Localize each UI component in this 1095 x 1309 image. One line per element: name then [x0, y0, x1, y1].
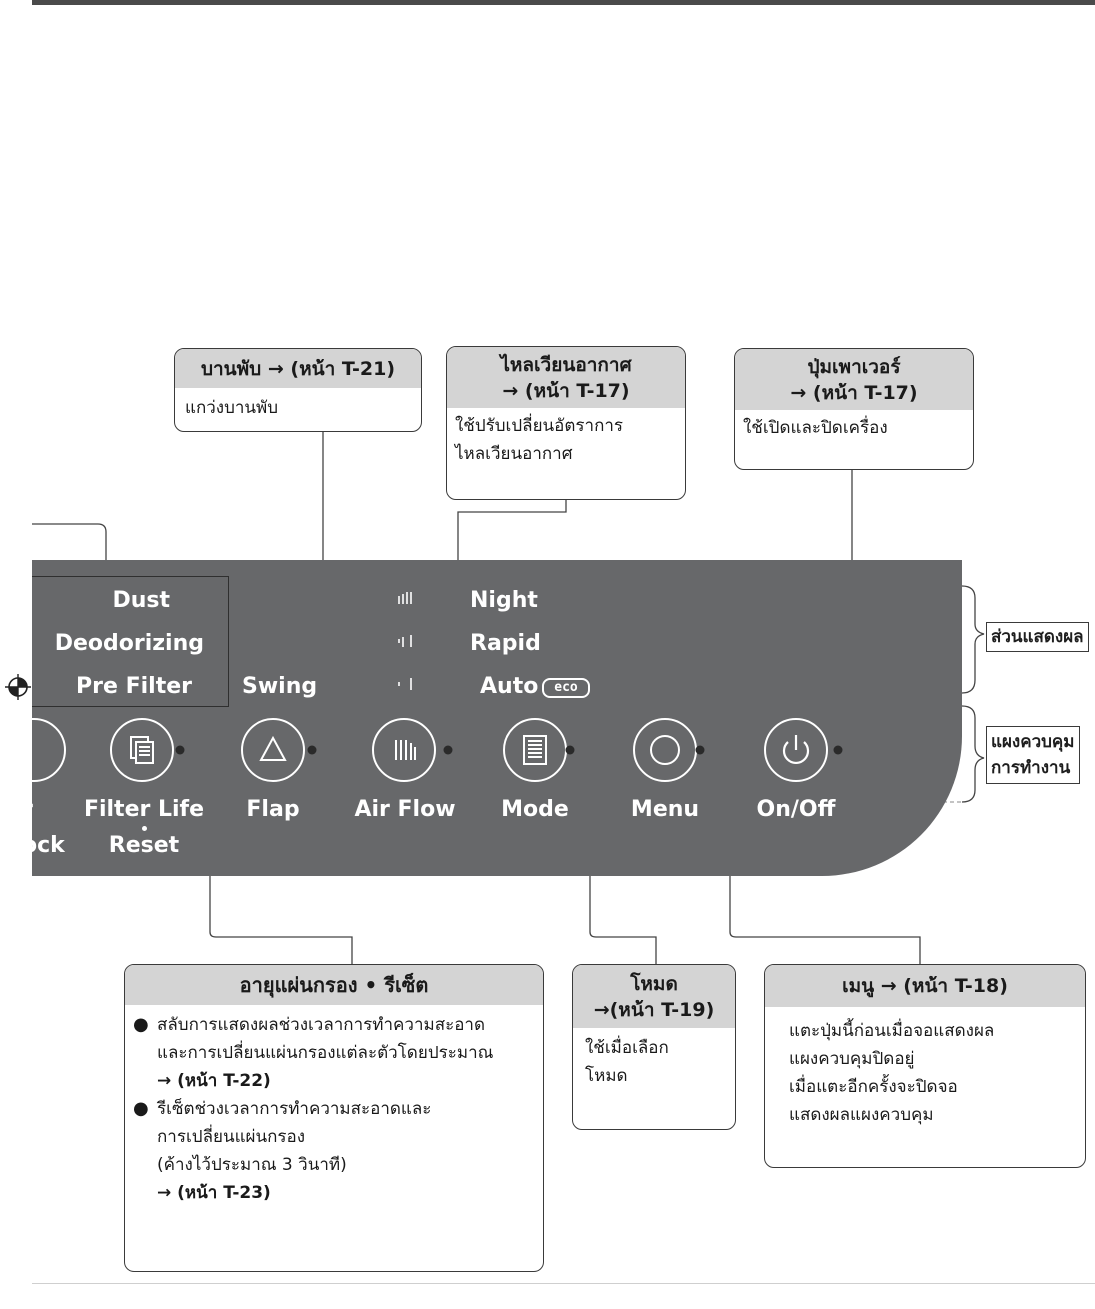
filter-life-bullet2-line2: การเปลี่ยนแผ่นกรอง: [157, 1127, 306, 1147]
flap-callout-title: บานพับ → (หน้า T-21): [175, 349, 421, 388]
airflow-level-night-icon: [396, 590, 416, 612]
top-rule: [32, 0, 1095, 5]
reset-label: Reset: [108, 833, 180, 858]
airflow-bars-icon: [395, 740, 416, 760]
indicator-night: Night: [470, 588, 538, 613]
airflow-callout: ไหลเวียนอากาศ → (หน้า T-17) ใช้ปรับเปลี่…: [446, 346, 686, 500]
bullet-icon: ●: [133, 1098, 149, 1119]
menu-callout-body-line3: เมื่อแตะอีกครั้งจะปิดจอ: [789, 1077, 958, 1097]
indicator-deodorizing: Deodorizing: [54, 631, 204, 656]
power-callout-title-line1: ปุ่มเพาเวอร์: [807, 356, 901, 378]
bottom-rule: [32, 1283, 1095, 1284]
display-section-label: ส่วนแสดงผล: [986, 622, 1089, 652]
flap-callout-body: แกว่งบานพับ: [185, 398, 279, 418]
child-lock-label-partial-2: ock: [32, 833, 65, 858]
bullet-icon: ●: [133, 1014, 149, 1035]
control-section-label-line2: การทำงาน: [991, 758, 1071, 778]
air-flow-label: Air Flow: [354, 797, 456, 822]
filter-life-bullet1-line1: สลับการแสดงผลช่วงเวลาการทำความสะอาด: [157, 1015, 486, 1035]
filter-life-bullet1-line2: และการเปลี่ยนแผ่นกรองแต่ละตัวโดยประมาณ: [157, 1043, 494, 1063]
child-lock-label-partial: r: [32, 797, 33, 823]
mode-callout-body-line1: ใช้เมื่อเลือก: [585, 1038, 669, 1058]
control-section-label-line1: แผงควบคุม: [991, 732, 1075, 752]
menu-callout: เมนู → (หน้า T-18) แตะปุ่มนี้ก่อนเมื่อจอ…: [764, 964, 1086, 1168]
menu-label: Menu: [630, 797, 700, 822]
power-callout: ปุ่มเพาเวอร์ → (หน้า T-17) ใช้เปิดและปิด…: [734, 348, 974, 470]
on-off-label: On/Off: [756, 797, 836, 822]
display-indicator-box: [32, 576, 229, 707]
filter-life-bullet2-line3: (ค้างไว้ประมาณ 3 วินาที): [157, 1155, 347, 1175]
power-callout-title-line2: → (หน้า T-17): [790, 382, 918, 404]
filter-life-bullet2-ref: → (หน้า T-23): [157, 1183, 271, 1203]
filter-life-callout: อายุแผ่นกรอง • รีเซ็ต ● สลับการแสดงผลช่ว…: [124, 964, 544, 1272]
indicator-dust: Dust: [112, 588, 170, 613]
power-icon: [782, 735, 810, 764]
airflow-callout-title-line1: ไหลเวียนอากาศ: [500, 354, 632, 376]
control-panel: Dust Deodorizing Pre Filter Swing Night …: [32, 560, 962, 876]
button-leader-dots: [175, 745, 843, 755]
air-flow-button[interactable]: [372, 718, 436, 782]
mode-label: Mode: [501, 797, 569, 822]
menu-callout-title: เมนู → (หน้า T-18): [765, 965, 1085, 1007]
power-callout-body: ใช้เปิดและปิดเครื่อง: [743, 418, 888, 438]
on-off-button[interactable]: [764, 718, 828, 782]
airflow-callout-title-line2: → (หน้า T-17): [502, 380, 630, 402]
mode-list-icon: [523, 735, 547, 765]
indicator-swing: Swing: [242, 674, 318, 699]
filter-life-label: Filter Life: [83, 797, 205, 822]
filter-life-callout-title: อายุแผ่นกรอง • รีเซ็ต: [125, 965, 543, 1005]
flap-label: Flap: [246, 797, 300, 822]
control-section-label: แผงควบคุม การทำงาน: [986, 726, 1080, 784]
flap-button[interactable]: [241, 718, 305, 782]
mode-callout-title-line1: โหมด: [630, 973, 678, 995]
menu-callout-body-line2: แผงควบคุมปิดอยู่: [789, 1049, 915, 1069]
reset-dot: [142, 826, 147, 831]
mode-callout-body-line2: โหมด: [585, 1066, 628, 1086]
filter-life-reset-button[interactable]: [110, 718, 174, 782]
filter-life-icon: [130, 736, 154, 764]
airflow-callout-body-line1: ใช้ปรับเปลี่ยนอัตราการ: [455, 416, 624, 436]
circle-icon: [650, 735, 680, 765]
mode-callout-title-line2: →(หน้า T-19): [593, 999, 715, 1021]
triangle-icon: [259, 735, 287, 761]
indicator-pre-filter: Pre Filter: [76, 674, 192, 699]
indicator-rapid: Rapid: [470, 631, 541, 656]
menu-callout-body-line1: แตะปุ่มนี้ก่อนเมื่อจอแสดงผล: [789, 1021, 995, 1041]
registration-mark-icon: [5, 674, 31, 700]
mode-callout: โหมด →(หน้า T-19) ใช้เมื่อเลือก โหมด: [572, 964, 736, 1130]
airflow-level-auto-icon: [396, 676, 416, 698]
airflow-level-rapid-icon: [396, 633, 416, 655]
flap-callout: บานพับ → (หน้า T-21) แกว่งบานพับ: [174, 348, 422, 432]
eco-badge: eco: [542, 678, 590, 698]
filter-life-bullet1-ref: → (หน้า T-22): [157, 1071, 271, 1091]
filter-life-bullet2-line1: รีเซ็ตช่วงเวลาการทำความสะอาดและ: [157, 1099, 432, 1119]
menu-callout-body-line4: แสดงผลแผงควบคุม: [789, 1105, 934, 1125]
airflow-callout-body-line2: ไหลเวียนอากาศ: [455, 444, 573, 464]
indicator-auto: Auto: [480, 674, 539, 699]
